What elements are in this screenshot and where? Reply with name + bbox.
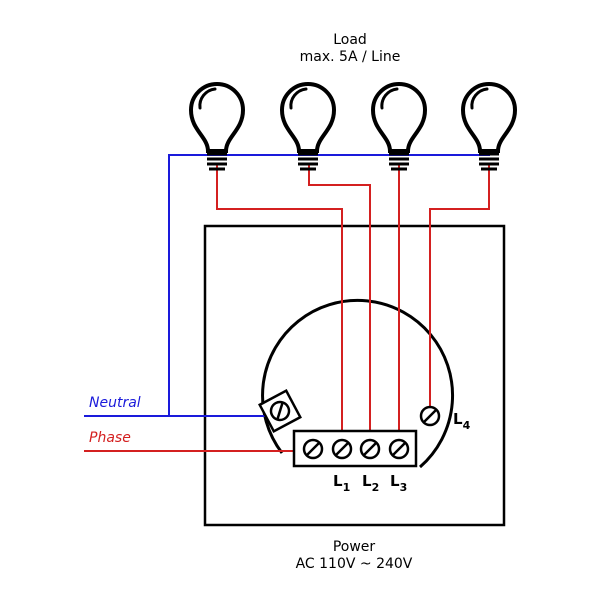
terminal-label-l1: L1 xyxy=(333,472,350,494)
phase-label: Phase xyxy=(89,430,131,446)
light-bulb-icon xyxy=(461,82,517,171)
terminal-label-l4: L4 xyxy=(453,410,471,432)
device-frame xyxy=(203,224,506,527)
terminal-label-l3: L3 xyxy=(390,472,407,494)
screw-terminal-icon xyxy=(388,438,410,460)
screw-terminal-icon xyxy=(331,438,353,460)
light-bulb-icon xyxy=(280,82,336,171)
screw-terminal-icon xyxy=(302,438,324,460)
power-title: Power xyxy=(333,539,376,555)
light-bulb-icon xyxy=(371,82,427,171)
phase-wire xyxy=(84,165,490,452)
neutral-terminal xyxy=(258,389,302,433)
neutral-wire xyxy=(84,154,490,417)
terminal-label-l2: L2 xyxy=(362,472,379,494)
load-subtitle: max. 5A / Line xyxy=(300,49,401,65)
screw-terminal-icon xyxy=(359,438,381,460)
power-subtitle: AC 110V ~ 240V xyxy=(296,556,413,572)
module-body xyxy=(261,298,455,469)
light-bulb-icon xyxy=(189,82,245,171)
screw-terminal-icon xyxy=(419,405,441,427)
load-title: Load xyxy=(333,32,367,48)
neutral-label: Neutral xyxy=(89,395,141,411)
